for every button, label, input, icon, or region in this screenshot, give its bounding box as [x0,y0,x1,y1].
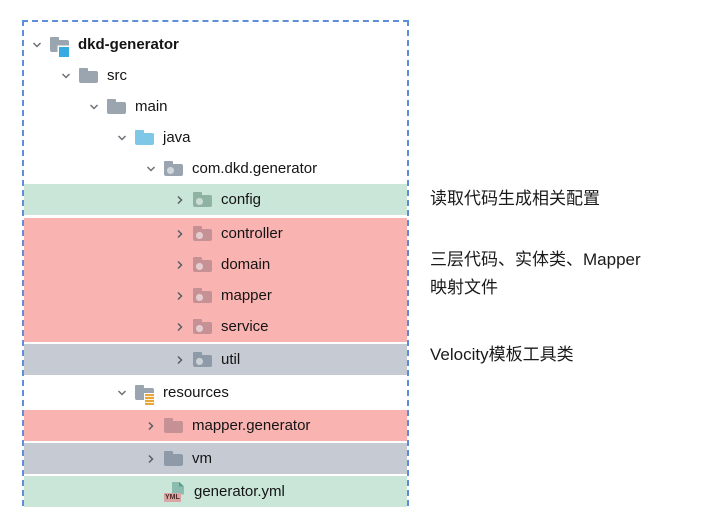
package-icon [193,318,213,335]
tree-item-label: vm [192,450,212,467]
package-icon [193,256,213,273]
package-icon [193,287,213,304]
project-folder-icon [50,36,70,57]
tree-item-com-dkd-generator[interactable]: com.dkd.generator [24,153,407,184]
tree-item-main[interactable]: main [24,91,407,122]
sources-root-folder-icon [135,129,155,146]
annotation-three-layer: 三层代码、实体类、Mapper 映射文件 [430,246,641,302]
package-icon [164,160,184,177]
tree-item-label: resources [163,384,229,401]
tree-item-resources[interactable]: resources [24,377,407,408]
folder-icon [164,417,184,434]
tree-item-vm[interactable]: vm [24,443,407,474]
annotation-config: 读取代码生成相关配置 [430,185,600,213]
resources-badge [145,394,154,405]
folder-icon [107,98,127,115]
tree-item-mapper-generator[interactable]: mapper.generator [24,410,407,441]
tree-item-label: src [107,67,127,84]
tree-item-config[interactable]: config [24,184,407,215]
tree-item-controller[interactable]: controller [24,218,407,249]
chevron-right-icon[interactable] [172,192,187,207]
chevron-right-icon[interactable] [172,319,187,334]
tree-item-label: mapper.generator [192,417,311,434]
package-dot [196,198,203,205]
annotation-line: 三层代码、实体类、Mapper [430,250,641,269]
chevron-right-icon[interactable] [143,451,158,466]
chevron-down-icon[interactable] [114,130,129,145]
tree-item-label: mapper [221,287,272,304]
tree-item-util[interactable]: util [24,344,407,375]
tree-item-label: main [135,98,168,115]
tree-item-label: generator.yml [194,483,285,500]
yaml-file-icon: YML [164,481,186,502]
chevron-right-icon[interactable] [172,226,187,241]
folder-icon [164,450,184,467]
chevron-right-icon[interactable] [172,257,187,272]
annotation-velocity: Velocity模板工具类 [430,341,574,369]
tree-item-label: service [221,318,269,335]
chevron-down-icon[interactable] [114,385,129,400]
tree-item-label: config [221,191,262,208]
project-tree-panel: dkd-generator src main java com.dkd.gene… [22,20,409,507]
project-badge [59,47,69,57]
tree-item-label: util [221,351,241,368]
tree-item-generator-yml[interactable]: YML generator.yml [24,476,407,507]
annotation-line: 映射文件 [430,278,498,297]
package-dot [196,232,203,239]
package-dot [196,263,203,270]
tree-item-java[interactable]: java [24,122,407,153]
tree-item-src[interactable]: src [24,60,407,91]
tree-item-label: com.dkd.generator [192,160,318,177]
chevron-down-icon[interactable] [86,99,101,114]
yml-badge: YML [164,492,181,502]
package-dot [167,167,174,174]
chevron-right-icon[interactable] [172,352,187,367]
package-icon [193,351,213,368]
package-dot [196,325,203,332]
annotation-line: 读取代码生成相关配置 [430,189,600,208]
chevron-down-icon[interactable] [143,161,158,176]
chevron-down-icon[interactable] [58,68,73,83]
tree-item-label: controller [221,225,283,242]
folder-icon [79,67,99,84]
chevron-right-icon[interactable] [172,288,187,303]
tree-item-domain[interactable]: domain [24,249,407,280]
tree-item-dkd-generator[interactable]: dkd-generator [24,29,407,60]
chevron-down-icon[interactable] [29,37,44,52]
annotation-line: Velocity模板工具类 [430,345,574,364]
resources-root-folder-icon [135,384,155,405]
tree-item-label: java [163,129,191,146]
tree-item-mapper[interactable]: mapper [24,280,407,311]
package-dot [196,294,203,301]
package-icon [193,191,213,208]
yaml-page-shape [172,481,184,495]
package-dot [196,358,203,365]
chevron-right-icon[interactable] [143,418,158,433]
package-icon [193,225,213,242]
tree-item-label: domain [221,256,271,273]
tree-item-label: dkd-generator [78,36,179,53]
tree-item-service[interactable]: service [24,311,407,342]
